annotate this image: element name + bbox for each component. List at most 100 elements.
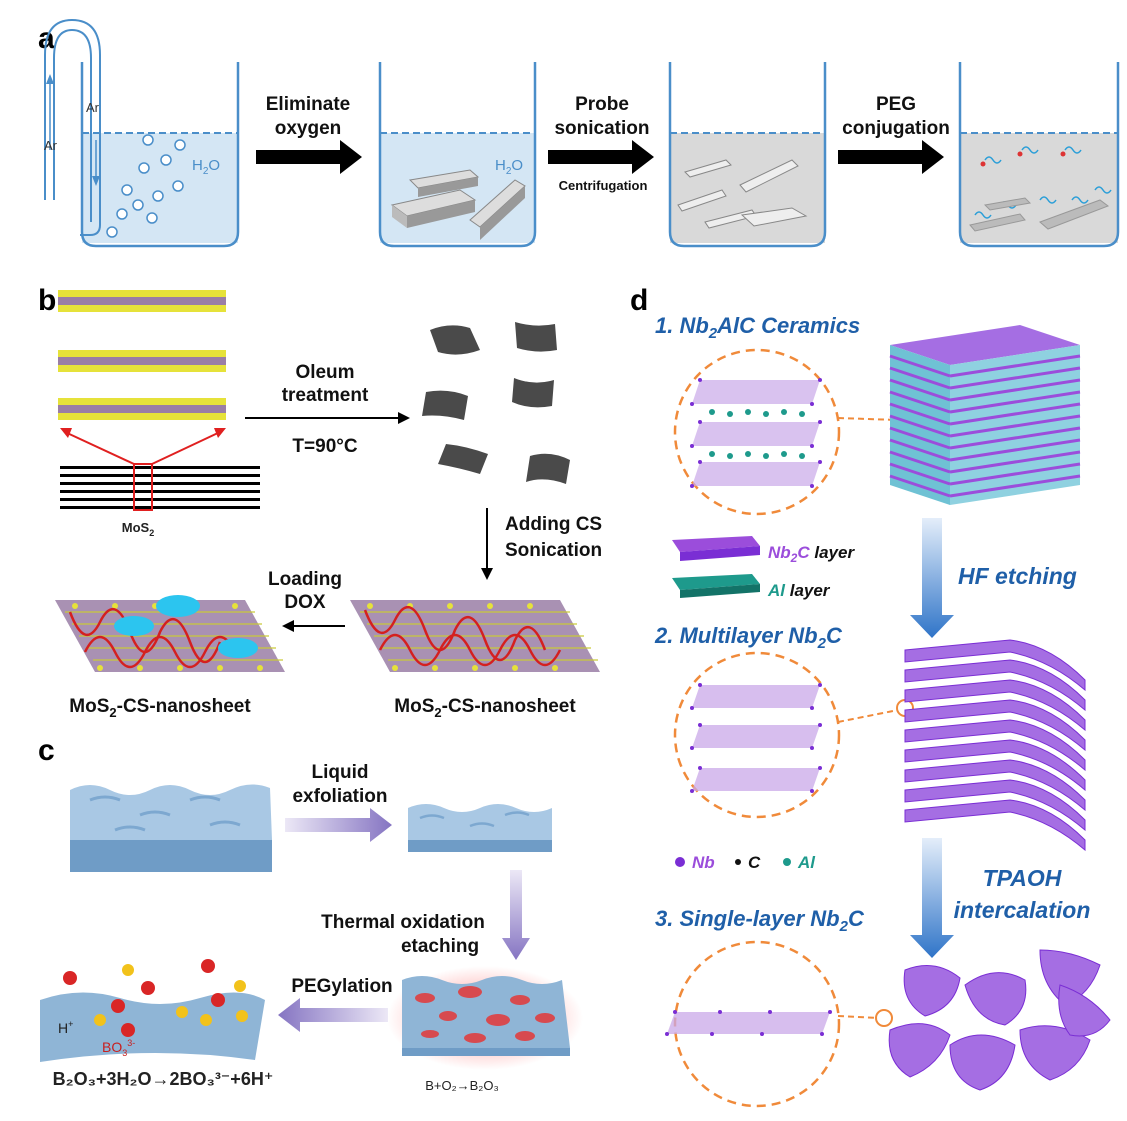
bubbles <box>106 134 186 238</box>
zoom-circle-1 <box>673 348 914 516</box>
loading-line2: DOX <box>284 592 326 613</box>
atom-legend-c: C <box>748 853 761 872</box>
arrow-hf-etching <box>910 518 954 638</box>
liquid-line2: exfoliation <box>292 786 387 807</box>
bo3-ions <box>63 959 225 1037</box>
arrow-pegylation <box>278 998 388 1032</box>
nb2alc-cube <box>889 325 1081 505</box>
tpaoh-line2: intercalation <box>954 897 1091 923</box>
zoom-box <box>133 463 153 511</box>
arrow-peg-conjugation <box>838 140 944 174</box>
mos2-crystal-layers: MoS2 <box>58 290 260 538</box>
exfoliated-flakes <box>677 159 808 229</box>
nb-atoms-1 <box>690 378 822 488</box>
beaker-3 <box>668 62 827 248</box>
ar-label-left: Ar <box>44 138 58 153</box>
pegylation-label: PEGylation <box>291 976 392 997</box>
bulk-crystals <box>390 169 526 240</box>
step-peg-line1: PEG <box>876 94 916 115</box>
multilayer-structure <box>690 683 822 793</box>
exfoliated-mos2-flakes <box>422 322 570 484</box>
nanosheet-right <box>350 600 600 672</box>
adding-line2: Sonication <box>505 540 602 561</box>
nanosheet-right-label: MoS2-CS-nanosheet <box>394 696 576 720</box>
arrow-liquid-exfoliation <box>285 808 392 842</box>
panel-a: a Ar Ar H2O Eliminate <box>38 18 1120 248</box>
single-layer-structure <box>667 1012 830 1034</box>
bo3-label: BO33- <box>102 1038 135 1058</box>
step-peg-line2: conjugation <box>842 118 950 139</box>
boron-nanosheet <box>408 804 552 852</box>
step-eliminate-line2: oxygen <box>275 118 342 139</box>
peg-molecules <box>974 146 1112 219</box>
panel-c: c Liquid exfoliation Thermal oxidation e… <box>38 734 583 1093</box>
arrow-probe-sonication <box>548 140 654 174</box>
peg-flakes <box>969 197 1110 232</box>
nb2alc-structure <box>690 378 822 488</box>
oxidation-equation: B+O₂→B₂O₃ <box>425 1078 499 1093</box>
hf-etching-label: HF etching <box>958 563 1077 589</box>
mos2-layer-3 <box>58 398 226 420</box>
h-ions <box>94 964 248 1026</box>
step-centrifugation: Centrifugation <box>559 178 648 193</box>
al-atoms <box>709 409 805 459</box>
dox-molecules <box>114 595 258 658</box>
h-plus-label: H+ <box>58 1019 73 1036</box>
temp-label: T=90°C <box>292 436 357 457</box>
nanosheet-right-lattice <box>360 611 598 661</box>
tpaoh-line1: TPAOH <box>983 865 1062 891</box>
oxidation-spots <box>415 986 555 1043</box>
panel-c-letter: c <box>38 734 55 767</box>
arrow-thermal-oxidation <box>502 870 530 960</box>
atom-legend: Nb C Al <box>675 853 816 872</box>
zoom-circle-2 <box>673 651 914 819</box>
step2-title: 2. Multilayer Nb2C <box>654 623 843 652</box>
step-probe-line1: Probe <box>575 94 629 115</box>
zoom-circle-3 <box>665 940 893 1108</box>
mos2-layer-1 <box>58 290 226 312</box>
bulk-boron-block <box>70 784 272 872</box>
nb-atoms-3 <box>665 1010 832 1036</box>
step-probe-line2: sonication <box>554 118 649 139</box>
step1-title: 1. Nb2AlC Ceramics <box>655 313 860 342</box>
panel-d: d 1. Nb2AlC Ceramics <box>630 284 1111 1108</box>
layer-legend: Nb2C layer Al layer <box>672 536 855 600</box>
thermal-line1: Thermal oxidation <box>321 912 485 933</box>
nanosheet-left-label: MoS2-CS-nanosheet <box>69 696 251 720</box>
panel-b-letter: b <box>38 284 56 317</box>
step3-title: 3. Single-layer Nb2C <box>655 906 865 935</box>
beaker-1: Ar Ar H2O <box>44 18 240 248</box>
thermal-line2: etaching <box>401 936 479 957</box>
atom-legend-al: Al <box>797 853 816 872</box>
oxidized-nanosheet <box>387 966 583 1070</box>
arrow-tpaoh <box>910 838 954 958</box>
ar-label-inner: Ar <box>86 100 100 115</box>
oleum-line2: treatment <box>282 385 369 406</box>
legend-al: Al layer <box>767 581 831 600</box>
water-label-2: H2O <box>495 157 523 177</box>
liquid-line1: Liquid <box>312 762 369 783</box>
pegylated-sheet: H+ BO33- <box>40 959 265 1062</box>
nb-atoms-2 <box>690 683 822 793</box>
reaction-equation: B₂O₃+3H₂O→2BO₃³⁻+6H⁺ <box>53 1069 274 1089</box>
nanosheet-left <box>55 595 285 672</box>
panel-d-letter: d <box>630 284 648 317</box>
beaker-2: H2O <box>378 62 537 248</box>
step-eliminate-line1: Eliminate <box>266 94 350 115</box>
water-label-1: H2O <box>192 157 220 177</box>
atom-legend-nb: Nb <box>692 853 715 872</box>
loading-line1: Loading <box>268 569 342 590</box>
adding-line1: Adding CS <box>505 514 602 535</box>
panel-b: b <box>38 284 602 720</box>
beaker-4 <box>958 62 1120 248</box>
mos2-layer-2 <box>58 350 226 372</box>
nanosheet-left-sulfur <box>72 603 263 671</box>
oleum-line1: Oleum <box>295 362 354 383</box>
mos2-bulk-stack <box>60 466 260 509</box>
cube-layers <box>889 354 1081 498</box>
single-layer-nb2c-flakes <box>888 949 1111 1091</box>
legend-nb2c: Nb2C layer <box>768 543 855 565</box>
peg-ends <box>980 151 1066 167</box>
multilayer-nb2c-stack <box>904 639 1086 852</box>
